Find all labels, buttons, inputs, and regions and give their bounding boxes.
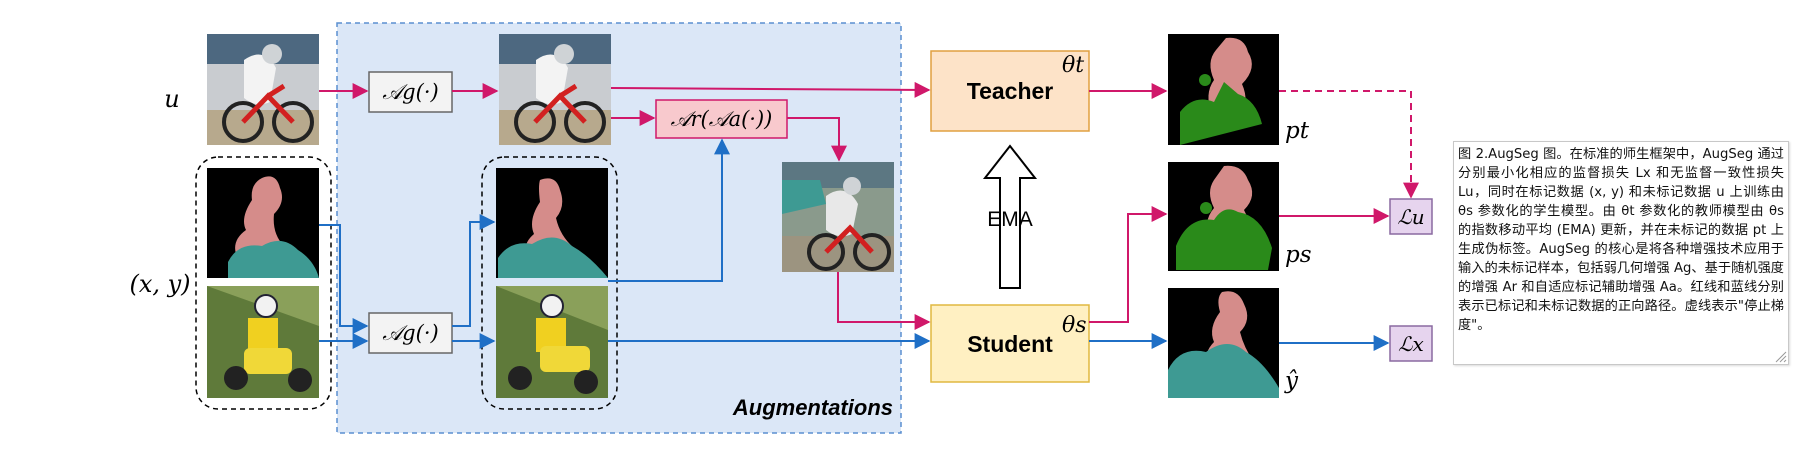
- student-label: Student: [967, 331, 1053, 357]
- ema-label: EMA: [987, 208, 1033, 231]
- ar-aa-box: 𝒜r(𝒜a(·)): [655, 99, 788, 139]
- ema-arrow: [982, 144, 1038, 289]
- ag-top-label: 𝒜g(·): [382, 80, 438, 104]
- augmented-labeled-group: [481, 156, 618, 410]
- student-prediction-y-hat: [1168, 288, 1279, 398]
- ar-aa-label: 𝒜r(𝒜a(·)): [671, 107, 773, 131]
- ag-top-box: 𝒜g(·): [368, 71, 453, 113]
- augmented-unlabeled-image: [499, 34, 611, 145]
- xy-label: (x, y): [129, 270, 190, 298]
- pt-label: pt: [1285, 118, 1310, 144]
- labeled-image-x: [207, 286, 319, 398]
- teacher-box: Teacher θt: [930, 50, 1090, 132]
- labeled-input-group: [195, 156, 332, 410]
- figure-caption: 图 2.AugSeg 图。在标准的师生框架中，AugSeg 通过分别最小化相应的…: [1453, 141, 1789, 365]
- unlabeled-image-u: [207, 34, 319, 145]
- loss-u-label: ℒu: [1397, 205, 1424, 229]
- red-path-arrows: [319, 81, 1419, 330]
- strong-augmented-image: [782, 162, 894, 272]
- theta-t-label: θt: [1062, 53, 1084, 78]
- augmentations-label: Augmentations: [732, 395, 893, 420]
- student-box: Student θs: [930, 304, 1090, 383]
- resize-grip-icon[interactable]: [1775, 351, 1787, 363]
- labeled-mask-y: [207, 168, 319, 278]
- theta-s-label: θs: [1062, 313, 1087, 338]
- ag-bottom-label: 𝒜g(·): [382, 321, 438, 345]
- augmented-label-mask: [496, 168, 608, 278]
- loss-u-box: ℒu: [1389, 198, 1433, 235]
- ag-bottom-box: 𝒜g(·): [368, 312, 453, 354]
- ps-label: ps: [1285, 242, 1312, 268]
- teacher-label: Teacher: [967, 78, 1054, 104]
- teacher-prediction-pt: [1168, 34, 1279, 145]
- augmented-labeled-image: [496, 286, 608, 398]
- student-prediction-ps: [1168, 162, 1279, 271]
- y-hat-label: ŷ: [1284, 368, 1299, 394]
- u-label: u: [164, 85, 179, 113]
- loss-x-label: ℒx: [1398, 332, 1424, 356]
- loss-x-box: ℒx: [1389, 325, 1433, 362]
- blue-path-arrows: [319, 138, 1390, 351]
